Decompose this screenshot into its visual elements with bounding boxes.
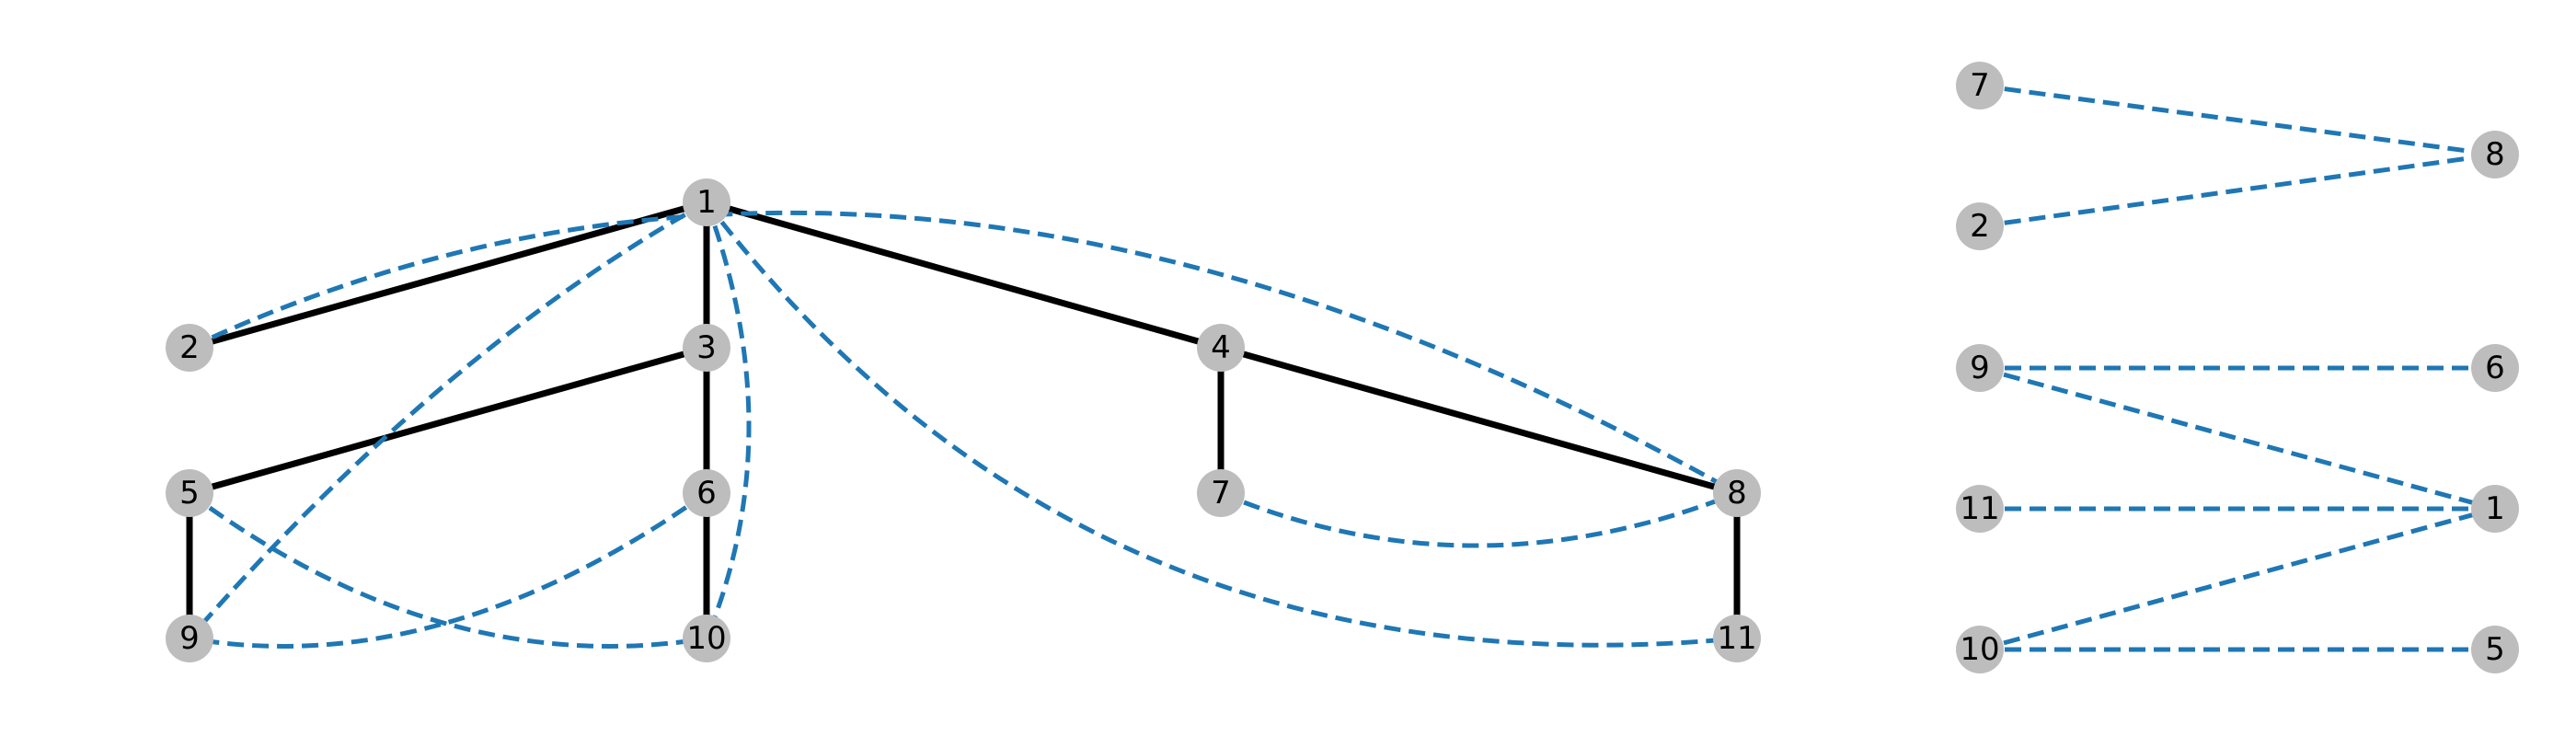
tree-edge-4-8 (1220, 344, 1738, 497)
right-node-8: 8 (2471, 131, 2519, 178)
left-node-5: 5 (166, 469, 213, 517)
left-node-2-label: 2 (179, 329, 200, 366)
right-dashed-edge-2-8 (1979, 152, 2496, 229)
right-node-6: 6 (2471, 344, 2519, 392)
left-node-10-circle (683, 615, 730, 662)
left-graph-nodes: 1 2 3 4 5 6 7 8 9 10 11 (166, 178, 1761, 662)
left-node-1: 1 (683, 178, 730, 226)
left-node-5-circle (166, 469, 213, 517)
right-node-2-circle (1956, 202, 2004, 250)
left-node-7: 7 (1197, 469, 1245, 517)
right-node-5: 5 (2471, 626, 2519, 673)
left-node-6: 6 (683, 469, 730, 517)
left-node-3-label: 3 (696, 329, 717, 366)
right-node-10-label: 10 (1960, 631, 1999, 668)
dashed-edge-6-9 (189, 490, 708, 649)
right-node-7-circle (1956, 62, 2004, 109)
left-node-11: 11 (1713, 615, 1761, 662)
right-node-1-label: 1 (2485, 490, 2505, 527)
left-node-7-label: 7 (1211, 475, 1231, 512)
left-node-4-label: 4 (1211, 329, 1231, 366)
left-node-11-circle (1713, 615, 1761, 662)
left-graph-edges (186, 199, 1741, 649)
right-node-9-label: 9 (1970, 350, 1990, 386)
left-node-8-circle (1713, 469, 1761, 517)
right-node-10-circle (1956, 626, 2004, 673)
left-node-1-label: 1 (696, 184, 717, 221)
left-node-6-circle (683, 469, 730, 517)
dashed-edge-2-8 (188, 210, 1739, 496)
dashed-edge-5-10 (188, 490, 707, 649)
tree-edge-1-2 (189, 199, 707, 351)
right-node-7-label: 7 (1970, 67, 1990, 104)
right-node-9-circle (1956, 344, 2004, 392)
right-node-11-label: 11 (1960, 490, 1999, 527)
right-node-1-circle (2471, 485, 2519, 533)
right-dashed-edge-9-1 (1979, 365, 2496, 512)
dashed-edge-1-11 (705, 201, 1738, 648)
left-graph-panel: 1 2 3 4 5 6 7 8 9 10 11 (166, 178, 1761, 662)
right-node-1: 1 (2471, 485, 2519, 533)
tree-edge-3-5 (189, 344, 707, 497)
right-node-5-circle (2471, 626, 2519, 673)
left-node-9: 9 (166, 615, 213, 662)
right-node-9: 9 (1956, 344, 2004, 392)
dashed-edge-1-10 (704, 201, 752, 639)
left-node-4-circle (1197, 324, 1245, 372)
right-dashed-edge-10-1 (1979, 506, 2496, 652)
left-node-11-label: 11 (1717, 620, 1756, 657)
left-node-2-circle (166, 324, 213, 372)
left-node-9-circle (166, 615, 213, 662)
right-node-2: 2 (1956, 202, 2004, 250)
right-node-8-label: 8 (2485, 136, 2505, 173)
right-node-10: 10 (1956, 626, 2004, 673)
right-node-8-circle (2471, 131, 2519, 178)
left-node-7-circle (1197, 469, 1245, 517)
left-node-8-label: 8 (1727, 475, 1747, 512)
left-node-3-circle (683, 324, 730, 372)
tree-edge-1-4 (706, 199, 1222, 351)
dashed-edge-7-8 (1220, 490, 1738, 548)
left-node-1-circle (683, 178, 730, 226)
right-node-5-label: 5 (2485, 631, 2505, 668)
left-node-10: 10 (683, 615, 730, 662)
left-node-3: 3 (683, 324, 730, 372)
right-node-7: 7 (1956, 62, 2004, 109)
left-node-4: 4 (1197, 324, 1245, 372)
right-node-11: 11 (1956, 485, 2004, 533)
right-dashed-edge-7-8 (1979, 83, 2496, 157)
left-node-10-label: 10 (686, 620, 726, 657)
left-node-8: 8 (1713, 469, 1761, 517)
left-node-9-label: 9 (179, 620, 200, 657)
dashed-edge-1-9 (188, 200, 708, 640)
left-node-2: 2 (166, 324, 213, 372)
right-graph-edges (1979, 83, 2496, 652)
right-node-2-label: 2 (1970, 208, 1990, 245)
left-node-5-label: 5 (179, 475, 200, 512)
right-node-6-circle (2471, 344, 2519, 392)
right-node-6-label: 6 (2485, 350, 2505, 386)
left-node-6-label: 6 (696, 475, 717, 512)
right-node-11-circle (1956, 485, 2004, 533)
